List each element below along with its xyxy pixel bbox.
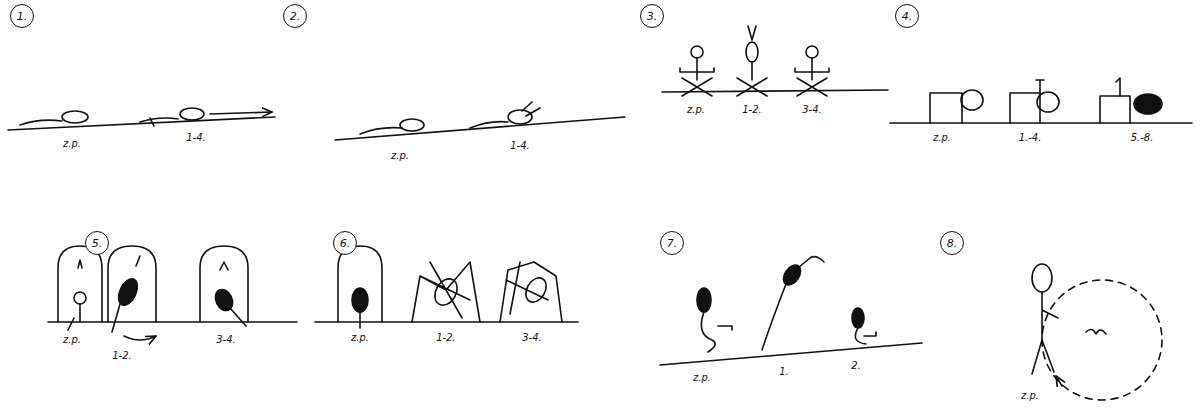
step-number: 6. — [340, 237, 351, 250]
panel-3-figures — [662, 26, 888, 96]
panel-1-figures — [8, 108, 275, 130]
step-number-circle: 7. — [660, 231, 684, 255]
step-number-circle: 6. — [333, 231, 357, 255]
position-label: z.p. — [63, 334, 81, 345]
step-number: 5. — [92, 237, 103, 250]
panel-7-figures — [660, 257, 922, 365]
panel-6-figures — [315, 246, 578, 328]
step-number-circle: 5. — [85, 231, 109, 255]
position-label: 1.-4. — [1019, 132, 1042, 143]
step-number-circle: 2. — [283, 4, 307, 28]
position-label: 1-2. — [742, 104, 762, 115]
step-number-circle: 1. — [10, 4, 34, 28]
position-label: 1-4. — [186, 132, 206, 143]
position-label: 1-2. — [112, 350, 132, 361]
position-label: 1-2. — [436, 332, 456, 343]
panel-8-figures — [1032, 264, 1162, 400]
step-number: 3. — [647, 10, 658, 23]
position-label: z.p. — [687, 104, 705, 115]
step-number: 1. — [17, 10, 28, 23]
position-label: 5.-8. — [1131, 132, 1154, 143]
position-label: 3-4. — [802, 104, 822, 115]
panel-5-figures — [48, 246, 297, 340]
position-label: 2. — [851, 360, 861, 371]
position-label: 3-4. — [522, 332, 542, 343]
position-label: z.p. — [1021, 390, 1039, 401]
position-label: 3-4. — [216, 334, 236, 345]
panel-4-figures — [890, 78, 1192, 123]
step-number: 4. — [902, 10, 913, 23]
step-number-circle: 8. — [940, 231, 964, 255]
position-label: z.p. — [351, 332, 369, 343]
position-label: 1. — [779, 366, 789, 377]
step-number-circle: 4. — [895, 4, 919, 28]
step-number: 2. — [290, 10, 301, 23]
position-label: z.p. — [693, 372, 711, 383]
step-number-circle: 3. — [640, 4, 664, 28]
position-label: z.p. — [391, 150, 409, 161]
step-number: 8. — [947, 237, 958, 250]
position-label: z.p. — [933, 132, 951, 143]
panel-2-figures — [335, 102, 625, 140]
position-label: 1-4. — [510, 140, 530, 151]
step-number: 7. — [667, 237, 678, 250]
position-label: z.p. — [63, 138, 81, 149]
